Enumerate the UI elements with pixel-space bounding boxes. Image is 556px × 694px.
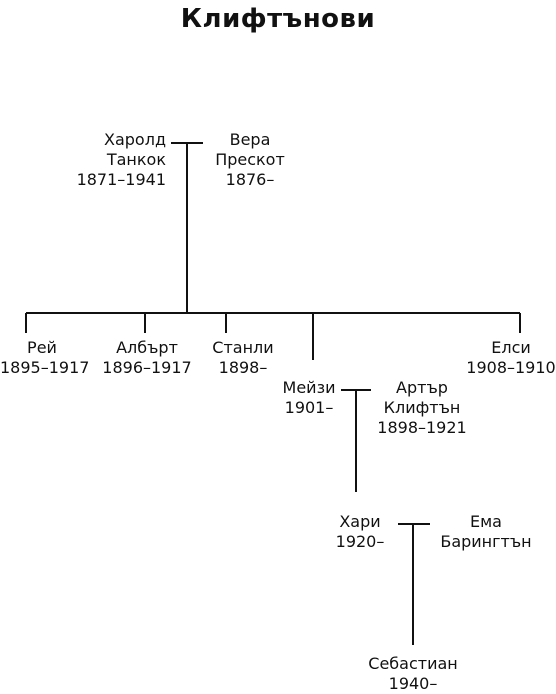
person-name: Хари [339, 512, 381, 531]
person-name: Мейзи [282, 378, 336, 397]
person-years: 1898–1921 [377, 418, 467, 437]
person-years: 1896–1917 [102, 358, 192, 377]
person-name: Елси [491, 338, 531, 357]
person-years: 1876– [225, 170, 275, 189]
person-meyzi: Мейзи 1901– [272, 378, 346, 418]
person-stanli: Станли 1898– [203, 338, 283, 378]
person-years: 1920– [335, 532, 385, 551]
person-sebastian: Себастиан 1940– [363, 654, 463, 694]
person-harold: Харолд Танкок 1871–1941 [70, 130, 166, 190]
person-surname: Клифтън [383, 398, 461, 417]
person-albart: Албърт 1896–1917 [102, 338, 192, 378]
person-vera: Вера Прескот 1876– [210, 130, 290, 190]
person-years: 1901– [284, 398, 334, 417]
person-years: 1871–1941 [76, 170, 166, 189]
person-hari: Хари 1920– [322, 512, 398, 552]
person-surname: Барингтън [440, 532, 532, 551]
person-name: Себастиан [368, 654, 458, 673]
person-years: 1895–1917 [0, 358, 90, 377]
person-elsi: Елси 1908–1910 [466, 338, 556, 378]
person-name: Ема [470, 512, 502, 531]
person-artar: Артър Клифтън 1898–1921 [372, 378, 472, 438]
person-name: Албърт [116, 338, 178, 357]
person-surname: Танкок [106, 150, 166, 169]
person-years: 1908–1910 [466, 358, 556, 377]
person-name: Рей [27, 338, 57, 357]
person-years: 1898– [218, 358, 268, 377]
person-name: Артър [396, 378, 448, 397]
person-surname: Прескот [215, 150, 285, 169]
person-rey: Рей 1895–1917 [0, 338, 90, 378]
person-name: Станли [212, 338, 274, 357]
person-ema: Ема Барингтън [434, 512, 538, 552]
diagram-title: Клифтънови [180, 4, 376, 34]
person-name: Вера [229, 130, 271, 149]
person-years: 1940– [388, 674, 438, 693]
person-name: Харолд [104, 130, 166, 149]
